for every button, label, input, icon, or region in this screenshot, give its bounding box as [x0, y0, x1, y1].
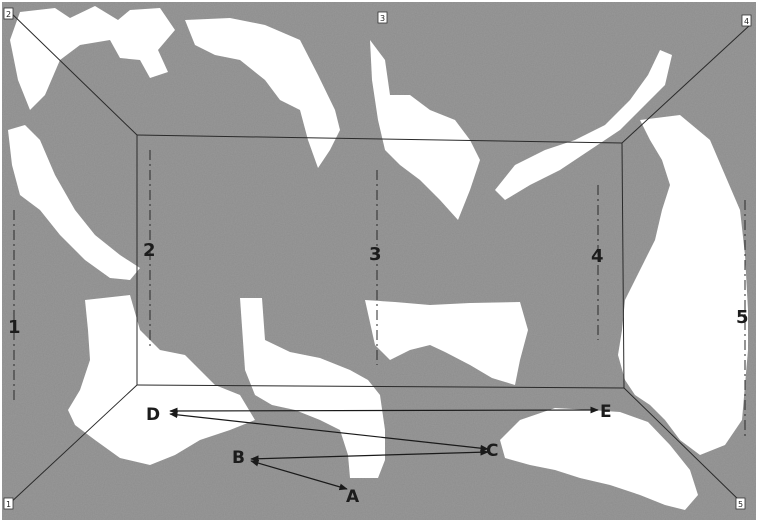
corner-marker-2: 2: [6, 10, 11, 19]
arrow-b-a: [250, 459, 348, 491]
torn-area-center: [365, 300, 528, 385]
torn-area-top-center: [185, 18, 340, 168]
corner-diagonal-bottom-left: [7, 384, 138, 506]
back-wall-top-edge: [136, 134, 623, 144]
wall-labels: 1 2 3 4 5: [8, 240, 749, 338]
corner-marker-box-1: [3, 497, 14, 510]
wall-label-1: 1: [8, 317, 21, 338]
arrow-b-c: [250, 448, 489, 463]
point-label-b: B: [232, 448, 245, 468]
torn-area-bottom-right: [500, 408, 698, 510]
back-wall-right-edge: [621, 142, 625, 389]
torn-area-right-large: [618, 115, 748, 455]
perspective-frame: [7, 9, 751, 506]
point-label-d: D: [146, 405, 160, 425]
corner-markers: 1 2 3 4 5: [3, 7, 752, 510]
corner-marker-3: 3: [380, 14, 385, 23]
corner-marker-5: 5: [738, 500, 743, 509]
wall-dividers: [13, 150, 746, 440]
wall-label-3: 3: [369, 244, 382, 265]
corner-marker-box-5: [735, 497, 746, 510]
point-label-e: E: [600, 402, 612, 422]
wall-label-4: 4: [591, 246, 604, 267]
corner-diagonal-top-right: [621, 24, 751, 144]
arrow-d-e: [169, 406, 599, 415]
back-wall-bottom-edge: [136, 384, 625, 389]
torn-area-top-mid-right: [370, 40, 480, 220]
wall-label-2: 2: [143, 240, 156, 261]
corner-marker-box-4: [741, 14, 752, 27]
point-label-c: C: [486, 441, 498, 461]
point-labels: A B C D E: [146, 402, 612, 507]
corner-marker-box-3: [377, 11, 388, 24]
arrow-d-c: [169, 411, 489, 452]
point-arrows: [169, 406, 599, 491]
corner-marker-1: 1: [6, 500, 11, 509]
torn-area-left-strip: [8, 125, 140, 280]
corner-marker-box-2: [3, 7, 14, 20]
corner-marker-4: 4: [744, 17, 749, 26]
wall-label-5: 5: [736, 307, 749, 328]
corner-diagonal-top-left: [7, 9, 138, 136]
corner-diagonal-bottom-right: [623, 387, 745, 506]
torn-area-top-right: [495, 50, 672, 200]
torn-area-top-left: [10, 6, 175, 110]
point-label-a: A: [346, 487, 360, 507]
